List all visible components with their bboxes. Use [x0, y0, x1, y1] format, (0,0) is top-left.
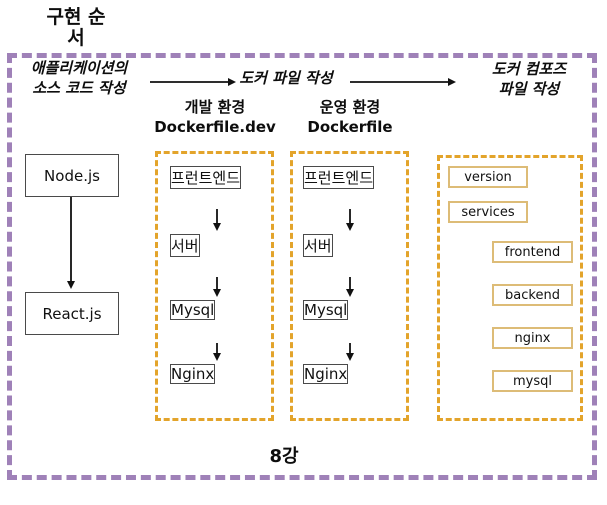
compose-key-frontend: frontend	[492, 241, 573, 263]
dev-dockerfile-container	[155, 151, 274, 421]
step-compose-label: 도커 컴포즈 파일 작성	[491, 60, 567, 98]
prod-node-nginx: Nginx	[303, 364, 349, 384]
node-nodejs: Node.js	[25, 154, 119, 197]
page-title: 구현 순 서	[46, 6, 106, 49]
compose-key-backend: backend	[492, 284, 573, 306]
prod-node-mysql: Mysql	[303, 300, 349, 320]
compose-key-nginx: nginx	[492, 327, 573, 349]
dev-node-nginx: Nginx	[170, 364, 216, 384]
node-reactjs: React.js	[25, 292, 119, 335]
prod-node-frontend: 프런트엔드	[303, 166, 375, 189]
lecture-number-label: 8강	[269, 446, 299, 467]
step-source-code-label: 애플리케이션의 소스 코드 작성	[30, 59, 128, 97]
prod-environment-header: 운영 환경 Dockerfile	[307, 98, 393, 136]
compose-key-services: services	[448, 201, 528, 223]
prod-dockerfile-container	[290, 151, 409, 421]
compose-key-mysql: mysql	[492, 370, 573, 392]
dev-node-server: 서버	[170, 234, 200, 257]
dev-node-mysql: Mysql	[170, 300, 216, 320]
dev-environment-header: 개발 환경 Dockerfile.dev	[154, 98, 276, 136]
dev-node-frontend: 프런트엔드	[170, 166, 242, 189]
prod-node-server: 서버	[303, 234, 333, 257]
step-dockerfile-label: 도커 파일 작성	[239, 69, 333, 87]
compose-file-container	[437, 155, 583, 421]
compose-key-version: version	[448, 166, 528, 188]
lesson-frame	[7, 53, 597, 480]
